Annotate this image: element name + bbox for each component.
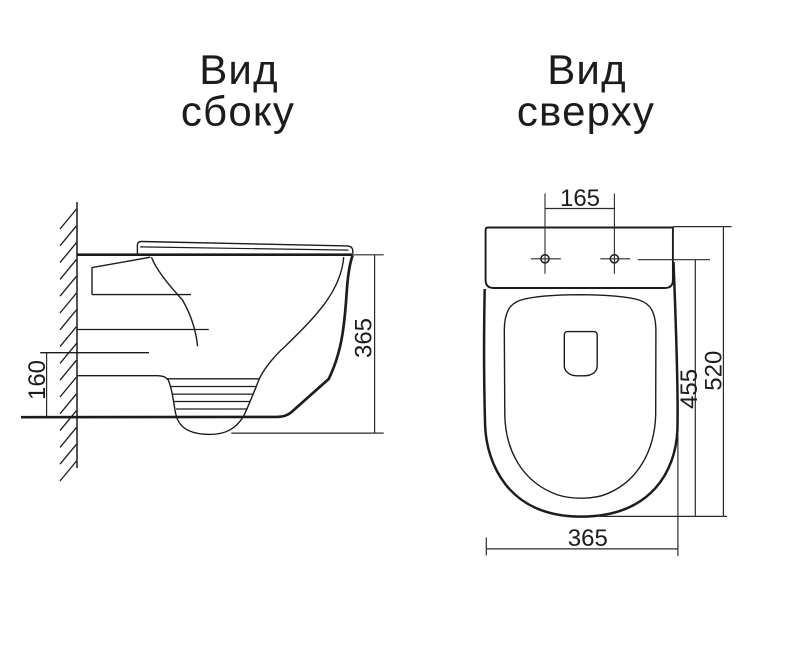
svg-text:Вид: Вид (199, 46, 279, 93)
svg-text:165: 165 (560, 185, 600, 212)
svg-text:сверху: сверху (517, 88, 655, 135)
svg-text:455: 455 (676, 369, 703, 409)
svg-text:160: 160 (24, 360, 51, 400)
svg-text:520: 520 (701, 351, 728, 391)
svg-text:365: 365 (568, 525, 608, 552)
svg-text:Вид: Вид (547, 46, 627, 93)
svg-text:сбоку: сбоку (181, 88, 295, 135)
svg-text:365: 365 (351, 318, 378, 358)
